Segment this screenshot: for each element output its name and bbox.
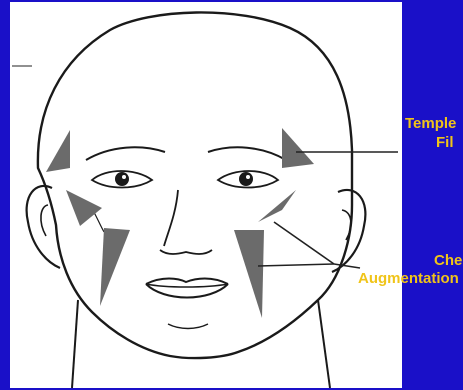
left-iris — [115, 172, 129, 186]
right-pupil-glint — [246, 175, 250, 179]
fil-label: Fil — [436, 134, 454, 151]
left-pupil-glint — [122, 175, 126, 179]
temple-label: Temple — [405, 115, 456, 132]
cheek-label: Cheek — [434, 252, 463, 269]
right-iris — [239, 172, 253, 186]
augmentation-label: Augmentation — [358, 270, 459, 287]
